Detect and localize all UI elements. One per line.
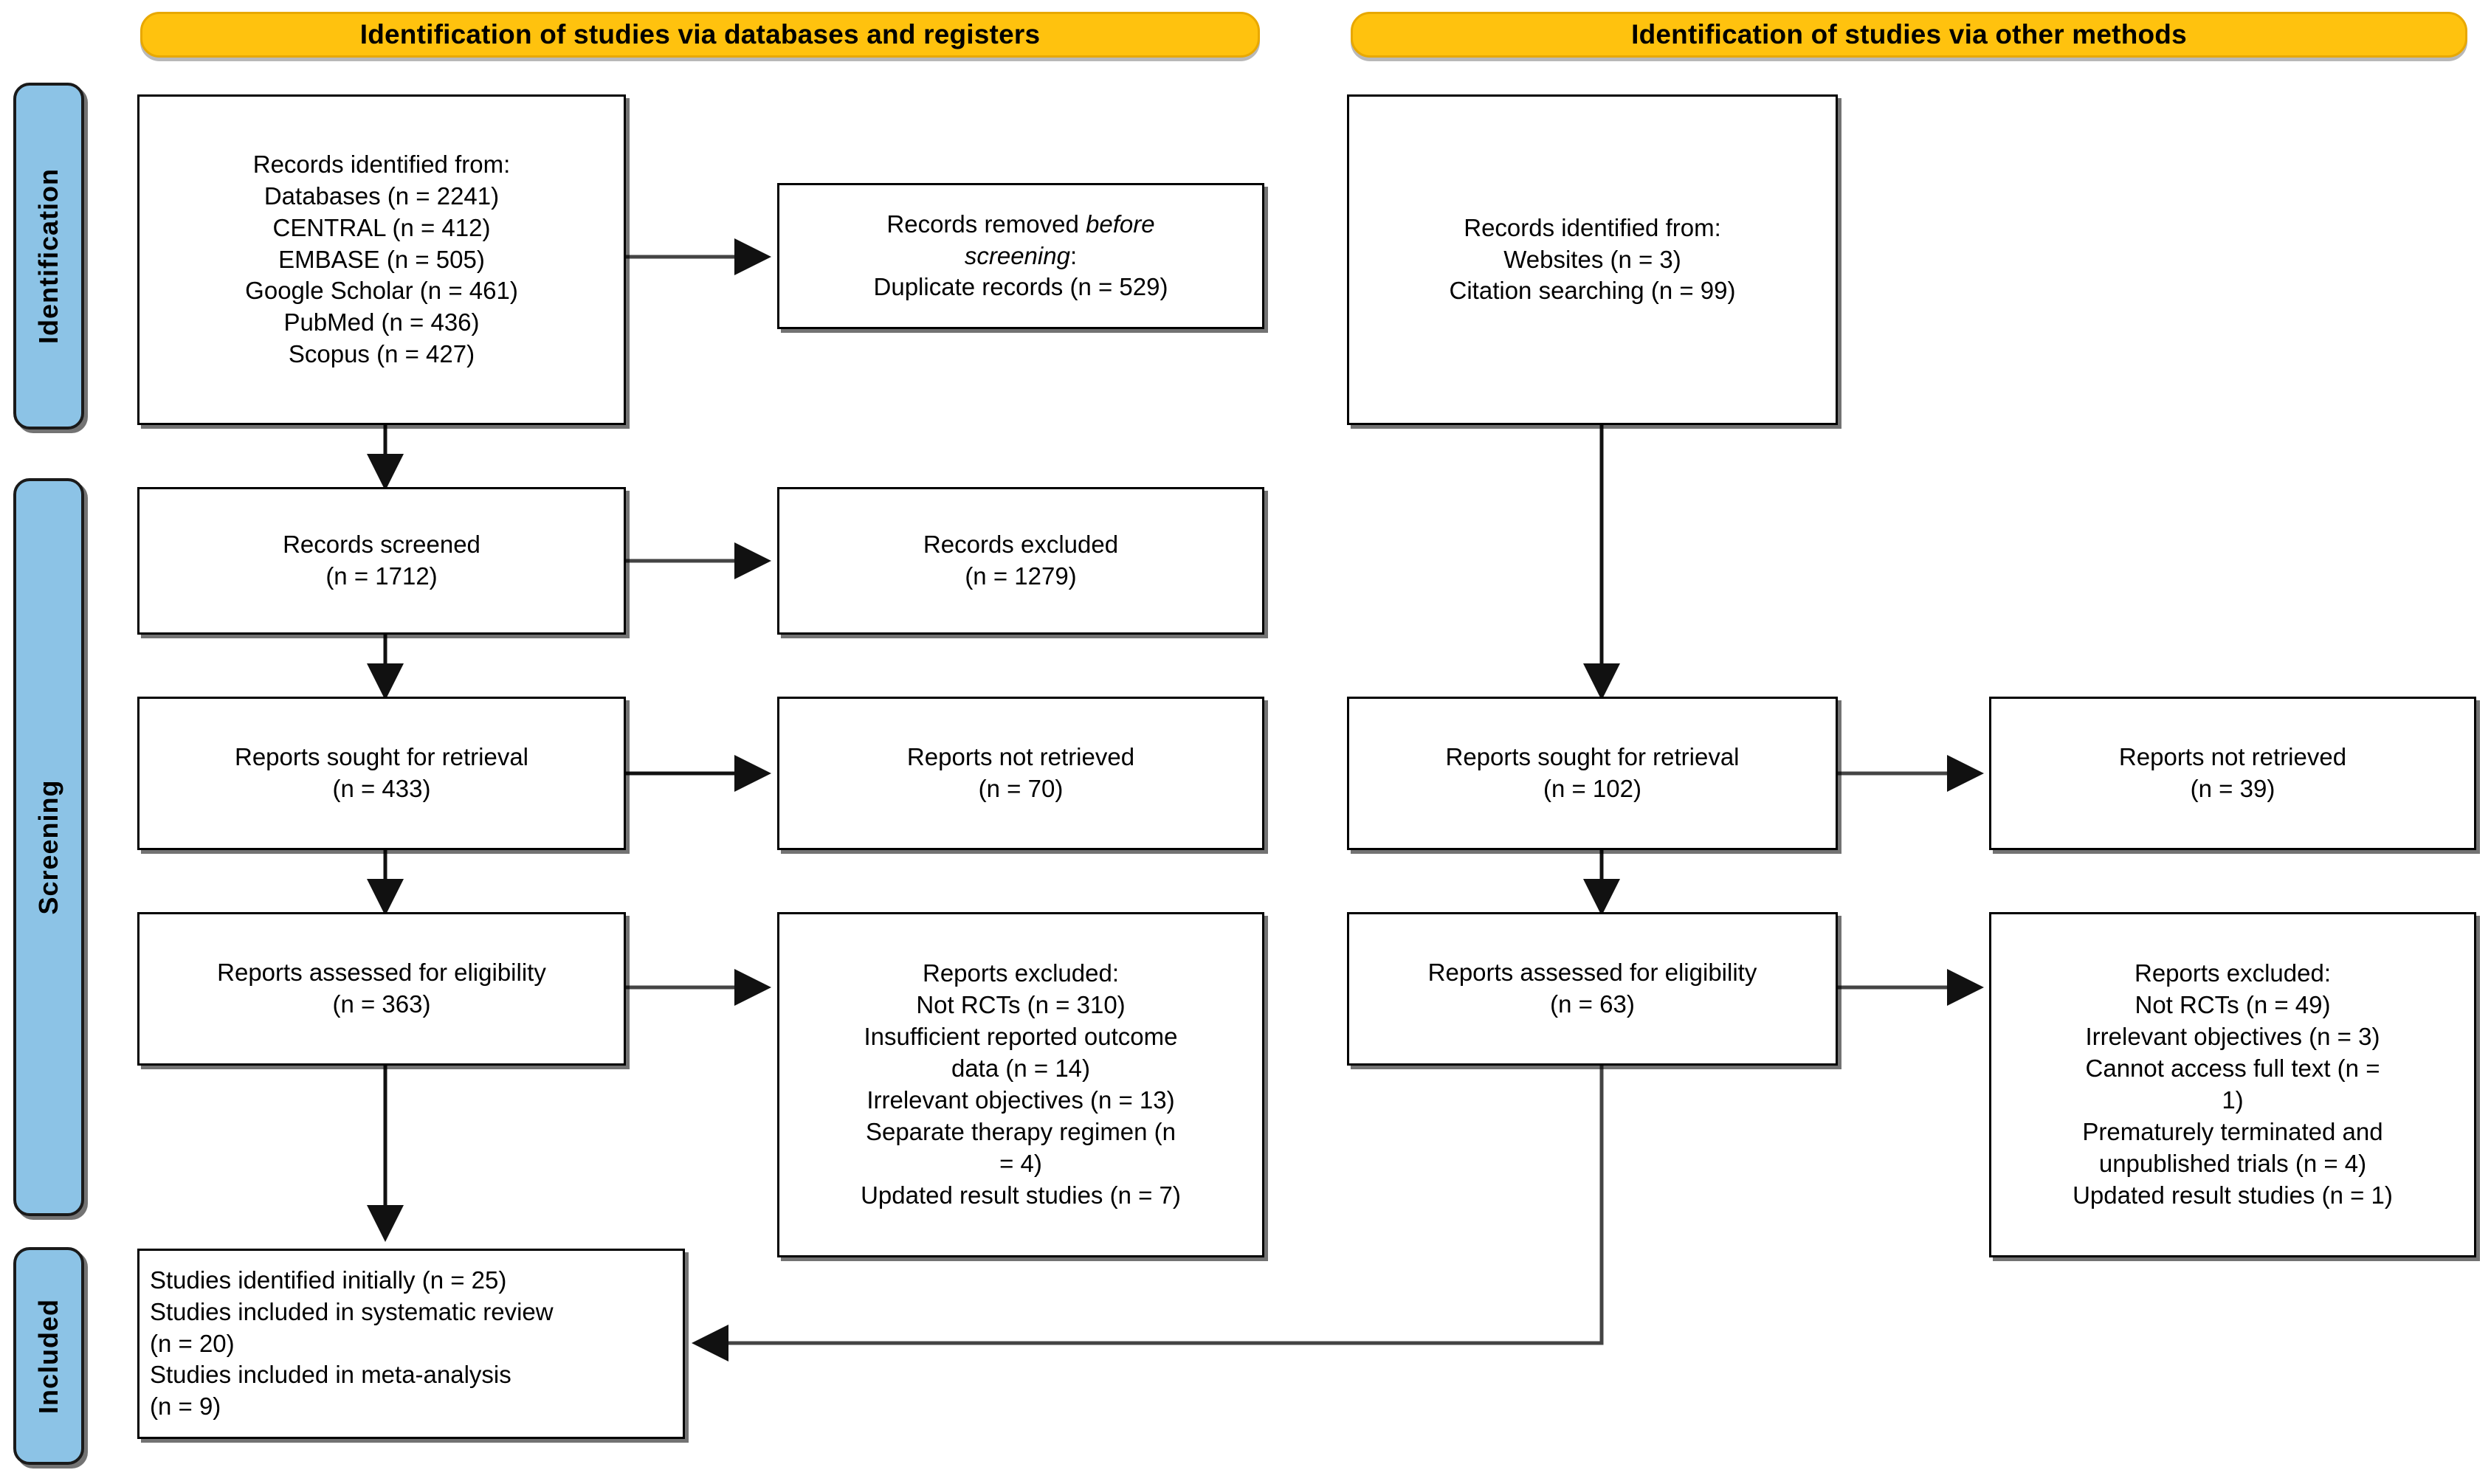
- box-db-records-excluded-text: Records excluded (n = 1279): [923, 531, 1119, 590]
- box-db-records-screened: Records screened (n = 1712): [137, 487, 626, 635]
- rail-screening: Screening: [13, 478, 84, 1216]
- box-db-records-excluded: Records excluded (n = 1279): [777, 487, 1264, 635]
- rail-included-label: Included: [33, 1298, 63, 1414]
- rail-included: Included: [13, 1247, 84, 1465]
- box-included-studies: Studies identified initially (n = 25) St…: [137, 1249, 685, 1439]
- header-other-label: Identification of studies via other meth…: [1631, 19, 2187, 49]
- box-db-records-identified-text: Records identified from: Databases (n = …: [245, 150, 518, 368]
- box-db-reports-excluded: Reports excluded: Not RCTs (n = 310) Ins…: [777, 912, 1264, 1257]
- records-removed-emphasis-before: before: [1086, 210, 1155, 238]
- box-other-reports-excluded-text: Reports excluded: Not RCTs (n = 49) Irre…: [2073, 959, 2393, 1209]
- box-db-records-removed-text: Records removed before screening: Duplica…: [874, 209, 1168, 304]
- records-removed-emphasis-screening: screening: [964, 241, 1070, 269]
- box-db-reports-sought-text: Reports sought for retrieval (n = 433): [234, 743, 528, 802]
- box-other-reports-assessed-text: Reports assessed for eligibility (n = 63…: [1427, 959, 1757, 1018]
- box-db-reports-assessed-text: Reports assessed for eligibility (n = 36…: [217, 959, 546, 1018]
- box-other-reports-assessed: Reports assessed for eligibility (n = 63…: [1347, 912, 1838, 1066]
- box-db-reports-not-retrieved-text: Reports not retrieved (n = 70): [906, 743, 1135, 802]
- box-db-records-identified: Records identified from: Databases (n = …: [137, 94, 626, 425]
- box-db-reports-excluded-text: Reports excluded: Not RCTs (n = 310) Ins…: [861, 959, 1181, 1209]
- box-db-reports-not-retrieved: Reports not retrieved (n = 70): [777, 697, 1264, 850]
- box-db-records-screened-text: Records screened (n = 1712): [283, 531, 480, 590]
- records-removed-part1: Records removed: [886, 210, 1086, 238]
- rail-identification-label: Identification: [33, 168, 63, 344]
- box-db-reports-assessed: Reports assessed for eligibility (n = 36…: [137, 912, 626, 1066]
- records-removed-part3: : Duplicate records (n = 529): [873, 241, 1168, 301]
- box-other-reports-sought-text: Reports sought for retrieval (n = 102): [1445, 743, 1740, 802]
- box-db-reports-sought: Reports sought for retrieval (n = 433): [137, 697, 626, 850]
- box-included-studies-text: Studies identified initially (n = 25) St…: [150, 1266, 554, 1421]
- box-other-records-identified: Records identified from: Websites (n = 3…: [1347, 94, 1838, 425]
- rail-identification: Identification: [13, 83, 84, 429]
- box-other-records-identified-text: Records identified from: Websites (n = 3…: [1449, 213, 1736, 305]
- header-databases-label: Identification of studies via databases …: [359, 19, 1041, 49]
- box-db-records-removed: Records removed before screening: Duplica…: [777, 183, 1264, 329]
- header-databases-registers: Identification of studies via databases …: [140, 12, 1260, 58]
- box-other-reports-excluded: Reports excluded: Not RCTs (n = 49) Irre…: [1989, 912, 2476, 1257]
- rail-screening-label: Screening: [33, 779, 63, 915]
- box-other-reports-not-retrieved-text: Reports not retrieved (n = 39): [2118, 743, 2347, 802]
- header-other-methods: Identification of studies via other meth…: [1351, 12, 2467, 58]
- box-other-reports-not-retrieved: Reports not retrieved (n = 39): [1989, 697, 2476, 850]
- box-other-reports-sought: Reports sought for retrieval (n = 102): [1347, 697, 1838, 850]
